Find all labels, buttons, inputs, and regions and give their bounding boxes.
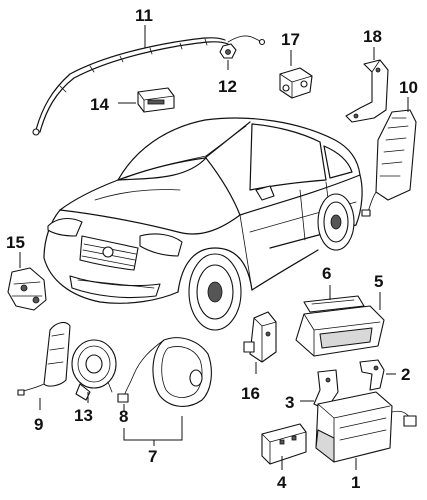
callout-10: 10 (399, 78, 418, 97)
callout-1: 1 (351, 473, 360, 492)
part-11-curtain-airbag (32, 35, 266, 136)
part-17-sensor (279, 67, 313, 99)
part-4-mounting-bracket (261, 423, 307, 465)
callout-11: 11 (135, 6, 153, 25)
part-18-bracket (345, 59, 389, 123)
callout-3: 3 (285, 393, 294, 412)
callout-8: 8 (119, 407, 128, 426)
callout-14: 14 (90, 95, 109, 114)
part-9-knee-airbag (17, 321, 71, 396)
callout-17: 17 (281, 30, 300, 49)
vehicle-sedan-illustration (43, 117, 363, 331)
part-7-driver-airbag (133, 337, 212, 407)
callout-2: 2 (401, 365, 410, 384)
callout-4: 4 (277, 473, 287, 492)
part-1-inflator-module (315, 391, 417, 463)
part-15-buckle-assembly (7, 267, 47, 311)
part-5-passenger-airbag-module (295, 305, 385, 357)
part-13-clock-spring (71, 339, 117, 401)
callout-6: 6 (322, 264, 331, 283)
part-2-bracket (359, 359, 385, 391)
part-12-nut (219, 43, 237, 59)
part-8-connector-harness (117, 373, 135, 403)
callout-9: 9 (34, 415, 43, 434)
part-6-passenger-airbag-cover (303, 295, 365, 313)
callout-18: 18 (363, 27, 382, 46)
callout-13: 13 (74, 406, 93, 425)
part-14-control-module (137, 87, 175, 113)
callout-16: 16 (241, 384, 260, 403)
callout-15: 15 (6, 233, 25, 252)
part-10-side-airbag (361, 109, 417, 217)
callout-5: 5 (374, 272, 383, 291)
part-16-impact-sensor (243, 311, 277, 363)
callout-7: 7 (148, 447, 157, 466)
callout-12: 12 (218, 77, 237, 96)
leader-bracket-7 (123, 416, 183, 441)
